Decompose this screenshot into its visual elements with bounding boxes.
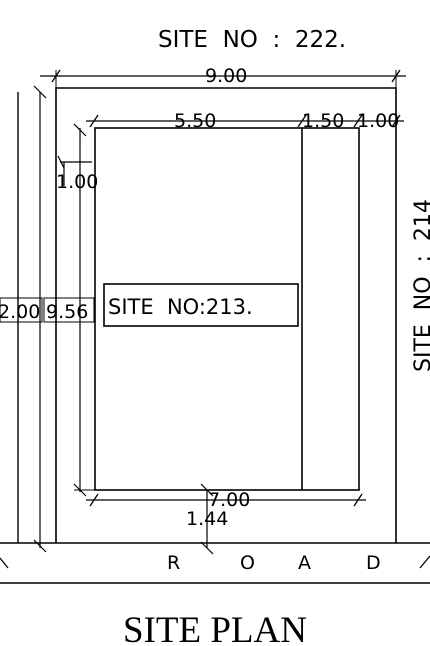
road-letter-d: D — [366, 552, 381, 574]
dim-built-depth-mask — [43, 297, 95, 323]
road-letter-r: R — [167, 552, 180, 574]
dim-overall-depth-mask — [0, 297, 43, 323]
road-break-right — [419, 555, 430, 569]
plot-boundary — [55, 87, 397, 543]
dim-overall-width — [40, 69, 406, 90]
dim-top-widths — [86, 114, 404, 128]
dim-overall-depth — [33, 85, 47, 553]
dim-overall-depth-label: 2.00 — [0, 301, 40, 323]
east-site-label: SITE NO : 214 — [411, 199, 430, 372]
road-letter-o: O — [240, 552, 255, 574]
dim-top-setback — [57, 155, 92, 186]
dim-built-depth-label: 9.56 — [46, 301, 88, 323]
road-break-left — [0, 557, 9, 569]
dim-overall-width-label: 9.00 — [205, 65, 247, 87]
dim-side-strip-label: 1.50 — [302, 110, 344, 132]
drawing-title: SITE PLAN — [123, 610, 307, 646]
dim-front-setback — [200, 483, 214, 555]
dim-built-depth — [73, 123, 95, 497]
dim-side-setback-label: 1.00 — [357, 110, 399, 132]
dim-bottom-width — [86, 493, 366, 507]
road-letter-a: A — [298, 552, 311, 574]
dim-built-width-label: 5.50 — [174, 110, 216, 132]
site-number-label: SITE NO:213. — [108, 295, 253, 319]
dim-bottom-width-label: 7.00 — [208, 489, 250, 511]
site-number-box — [103, 283, 299, 327]
north-site-label: SITE NO : 222. — [158, 27, 346, 53]
dim-front-setback-label: 1.44 — [186, 508, 228, 530]
building-footprint — [94, 127, 360, 491]
dim-top-setback-label: 1.00 — [56, 171, 98, 193]
